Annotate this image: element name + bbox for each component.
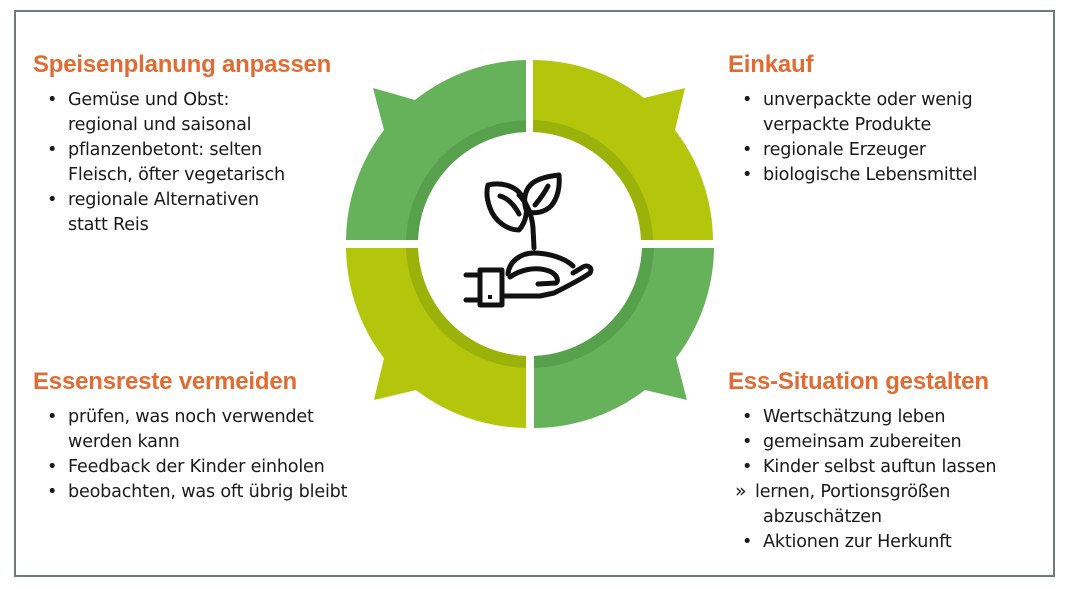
list-item: •regionale Erzeuger xyxy=(728,138,1048,163)
cycle-segment-top-right xyxy=(533,60,713,240)
bullet-icon: • xyxy=(47,140,58,160)
section-heading: Essensreste vermeiden xyxy=(33,368,297,395)
section-heading: Einkauf xyxy=(728,51,814,78)
section-heading: Ess-Situation gestalten xyxy=(728,368,989,395)
list-item: •gemeinsam zubereiten xyxy=(728,430,1048,455)
list-item: •Gemüse und Obst:regional und saisonal xyxy=(47,90,252,135)
cuff-button-icon xyxy=(488,295,492,299)
bullet-icon: • xyxy=(47,482,58,502)
bullet-icon: • xyxy=(47,457,58,477)
list-item: •Kinder selbst auftun lassen xyxy=(728,455,1048,480)
bullet-icon: • xyxy=(742,90,753,110)
bullet-icon: • xyxy=(47,90,58,110)
section-speisenplanung: Speisenplanung anpassen •Gemüse und Obst… xyxy=(33,50,353,238)
section-essensreste: Essensreste vermeiden •prüfen, was noch … xyxy=(33,367,373,505)
bullet-icon: • xyxy=(742,407,753,427)
bullet-list: •Gemüse und Obst:regional und saisonal •… xyxy=(33,88,353,238)
cycle-segment-bottom-left xyxy=(346,248,526,428)
section-ess-situation: Ess-Situation gestalten •Wertschätzung l… xyxy=(728,367,1048,555)
list-item: •Feedback der Kinder einholen xyxy=(33,455,373,480)
list-item: •beobachten, was oft übrig bleibt xyxy=(33,480,373,505)
bullet-icon: • xyxy=(742,140,753,160)
double-chevron-right-icon: » xyxy=(735,480,747,502)
cycle-segment-top-left xyxy=(346,60,526,240)
bullet-list: •Wertschätzung leben •gemeinsam zubereit… xyxy=(728,405,1048,555)
bullet-icon: • xyxy=(47,407,58,427)
bullet-icon: • xyxy=(47,190,58,210)
list-item: •Aktionen zur Herkunft xyxy=(728,530,1048,555)
list-item: •Wertschätzung leben xyxy=(728,405,1048,430)
cycle-segment-bottom-right xyxy=(534,248,714,428)
section-heading: Speisenplanung anpassen xyxy=(33,51,332,78)
bullet-icon: • xyxy=(742,532,753,552)
bullet-icon: • xyxy=(742,457,753,477)
list-item: •biologische Lebensmittel xyxy=(728,163,1048,188)
bullet-icon: • xyxy=(742,432,753,452)
hand-holding-plant-icon xyxy=(463,172,594,308)
bullet-icon: • xyxy=(742,165,753,185)
